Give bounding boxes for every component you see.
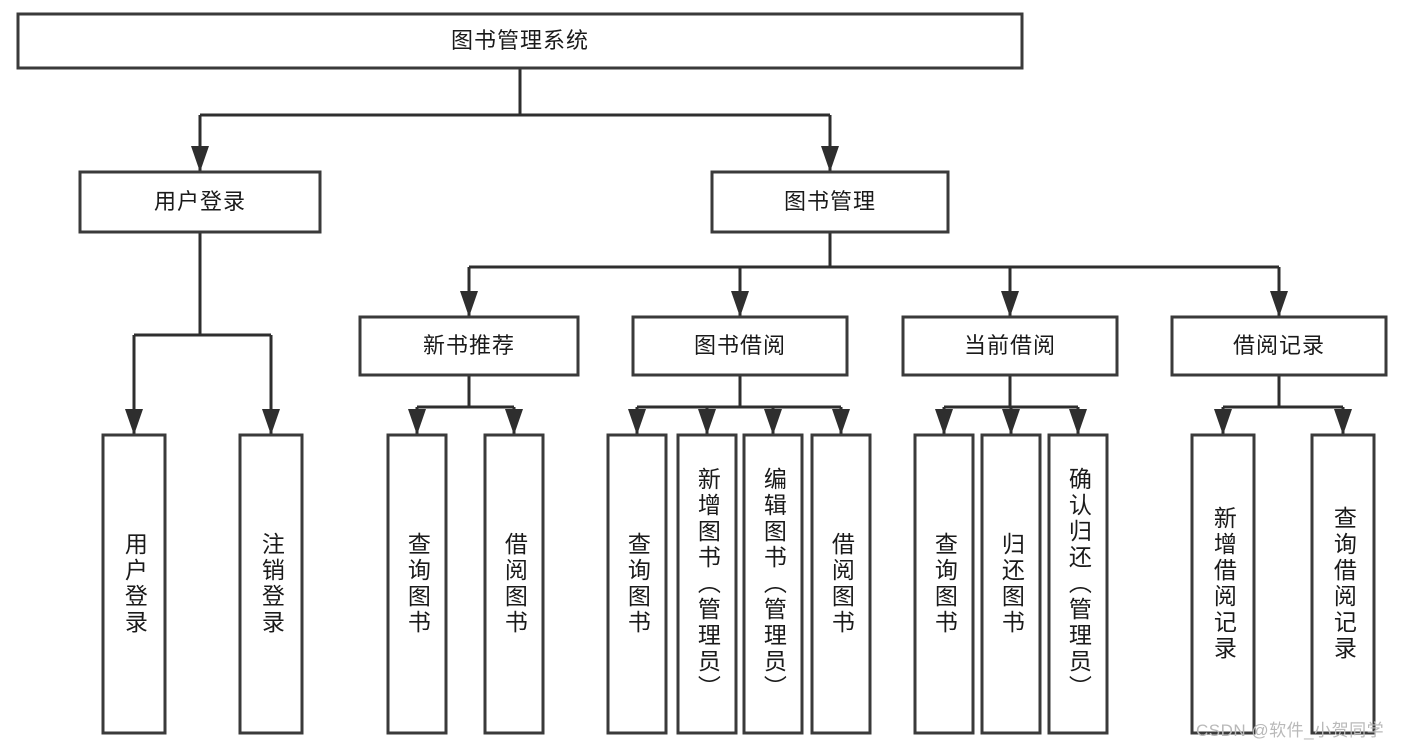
arrow-head-leaf-add-borrow-record — [1214, 409, 1232, 435]
arrow-head-user-login — [191, 146, 209, 172]
node-box-leaf-query-book-current[interactable] — [913, 433, 975, 735]
arrow-head-leaf-user-login — [125, 409, 143, 435]
node-box-leaf-query-borrow-record[interactable] — [1310, 433, 1376, 735]
arrow-head-leaf-return-book — [1002, 409, 1020, 435]
arrow-head-leaf-query-book-current — [935, 409, 953, 435]
node-box-leaf-add-book[interactable] — [676, 433, 738, 735]
node-box-leaf-logout[interactable] — [238, 433, 304, 735]
arrow-head-leaf-query-book-borrow — [628, 409, 646, 435]
node-box-leaf-borrow-book-recommend[interactable] — [483, 433, 545, 735]
arrow-head-leaf-borrow-book-recommend — [505, 409, 523, 435]
node-box-leaf-user-login[interactable] — [101, 433, 167, 735]
arrow-head-leaf-query-borrow-record — [1334, 409, 1352, 435]
node-box-new-book-recommend[interactable] — [358, 315, 580, 377]
node-box-leaf-return-book[interactable] — [980, 433, 1042, 735]
arrow-head-book-borrow — [731, 291, 749, 317]
node-box-root[interactable] — [16, 12, 1024, 70]
node-box-current-borrow[interactable] — [901, 315, 1119, 377]
node-box-leaf-borrow-book[interactable] — [810, 433, 872, 735]
arrow-head-current-borrow — [1001, 291, 1019, 317]
arrow-head-new-book-recommend — [460, 291, 478, 317]
node-box-leaf-query-book-borrow[interactable] — [606, 433, 668, 735]
arrow-head-leaf-edit-book — [764, 409, 782, 435]
watermark-text: CSDN @软件_小贺同学 — [1196, 721, 1385, 740]
node-box-leaf-query-book-recommend[interactable] — [386, 433, 448, 735]
node-box-leaf-edit-book[interactable] — [742, 433, 804, 735]
node-box-user-login[interactable] — [78, 170, 322, 234]
arrow-head-leaf-add-book — [698, 409, 716, 435]
connector-layer — [125, 68, 1352, 435]
node-box-borrow-record[interactable] — [1170, 315, 1388, 377]
node-box-layer — [16, 12, 1388, 735]
node-box-book-management[interactable] — [710, 170, 950, 234]
arrow-head-leaf-borrow-book — [832, 409, 850, 435]
arrow-head-book-management — [821, 146, 839, 172]
arrow-head-leaf-logout — [262, 409, 280, 435]
arrow-head-leaf-query-book-recommend — [408, 409, 426, 435]
node-box-leaf-add-borrow-record[interactable] — [1190, 433, 1256, 735]
node-box-leaf-confirm-return[interactable] — [1047, 433, 1109, 735]
arrow-head-borrow-record — [1270, 291, 1288, 317]
arrow-head-leaf-confirm-return — [1069, 409, 1087, 435]
node-box-book-borrow[interactable] — [631, 315, 849, 377]
